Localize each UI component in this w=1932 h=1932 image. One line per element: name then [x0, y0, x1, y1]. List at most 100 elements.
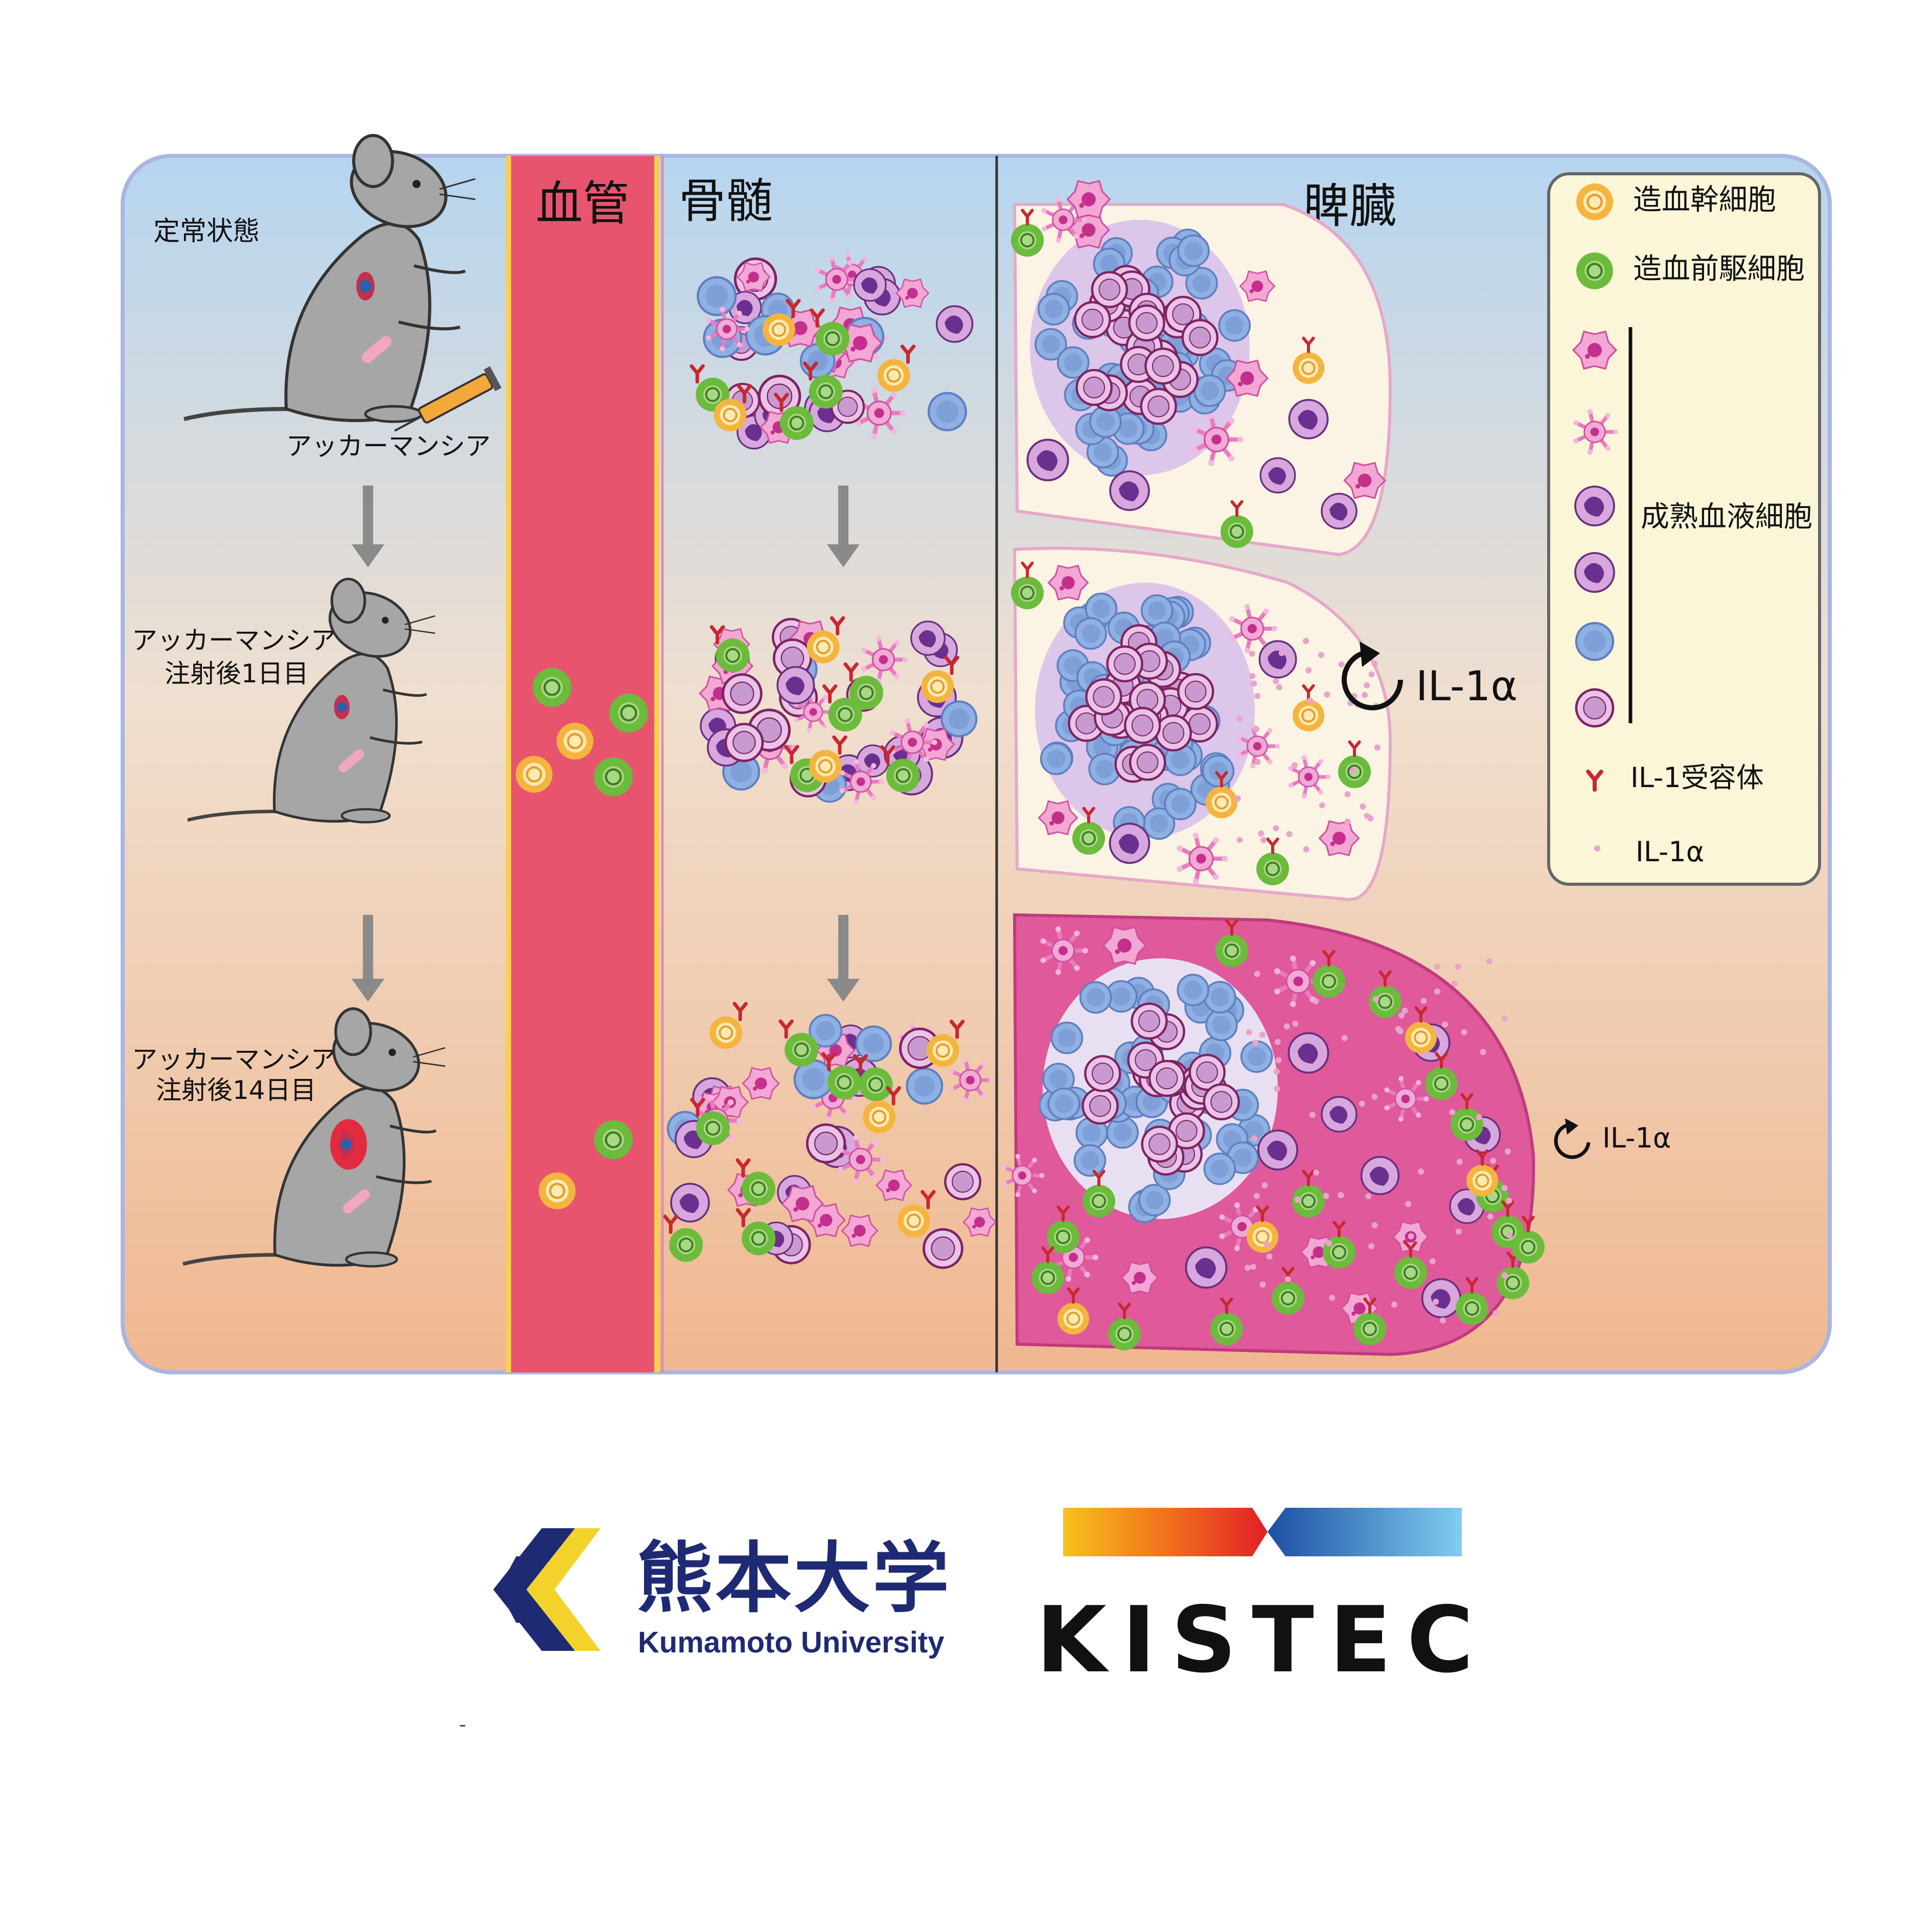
legend-progenitor-label: 造血前駆細胞 — [1633, 252, 1805, 286]
il1a-dot — [1504, 1148, 1511, 1155]
receptor-icon — [735, 1158, 751, 1178]
receptor-icon — [1266, 837, 1279, 854]
il1a-dot — [1476, 1114, 1482, 1120]
il1a-dot — [1303, 638, 1309, 645]
arrow-down-icon — [352, 915, 384, 1002]
legend-hsc-label: 造血幹細胞 — [1633, 183, 1776, 217]
receptor-icon — [1118, 1302, 1131, 1319]
marrow-title: 骨髄 — [679, 174, 773, 228]
il1a-dot — [1338, 1192, 1344, 1199]
feedback-loop-icon — [1554, 1118, 1591, 1159]
mouse-icon — [187, 578, 435, 823]
il1a-dot — [1442, 1021, 1448, 1028]
il1a-dot — [1449, 1109, 1456, 1115]
il1a-loop-label-2: IL-1α — [1602, 1122, 1671, 1154]
il1a-dot — [1418, 1168, 1424, 1175]
il1a-dot — [1249, 651, 1255, 657]
il1a-dot — [1250, 1263, 1257, 1270]
syringe-icon — [394, 366, 502, 432]
il1a-dot — [1254, 693, 1261, 699]
il1a-dot — [1324, 692, 1330, 698]
il1a-dot — [1318, 652, 1324, 658]
marrow-cluster — [663, 1002, 997, 1269]
receptor-icon — [832, 735, 847, 755]
il1a-dot — [1273, 1068, 1280, 1075]
legend-receptor-label: IL-1受容体 — [1630, 762, 1764, 794]
il1a-dot — [1487, 1213, 1493, 1220]
arrow-down-icon — [352, 486, 384, 567]
il1a-dot — [1313, 1169, 1319, 1176]
red-pulp — [1011, 209, 1386, 548]
il1a-dot — [1367, 815, 1374, 822]
receptor-icon — [1092, 1169, 1106, 1186]
il1a-dot — [1274, 1086, 1280, 1092]
il1a-dot — [1283, 1023, 1290, 1030]
il1a-dot — [1501, 1015, 1508, 1022]
il1a-dot — [1429, 1258, 1436, 1264]
il1a-dot — [1480, 1049, 1486, 1055]
il1a-dot — [1461, 1029, 1467, 1036]
il1a-dot — [1292, 1020, 1299, 1027]
arrow-down-icon — [827, 915, 860, 1002]
il1a-dot — [1259, 1281, 1266, 1288]
receptor-icon — [821, 1052, 837, 1072]
legend-box — [1547, 172, 1821, 886]
receptor-icon — [949, 1020, 965, 1039]
receptor-icon — [1363, 1297, 1376, 1314]
il1a-dot — [1456, 1158, 1463, 1165]
il1a-dot — [1319, 802, 1325, 809]
il1a-dot — [1391, 1301, 1397, 1308]
il1a-dot — [1252, 1040, 1259, 1046]
il1a-dot — [1260, 837, 1267, 843]
il1a-dot — [1368, 671, 1375, 678]
day1-label-line2: 注射後1日目 — [165, 659, 309, 688]
receptor-icon — [1302, 336, 1315, 353]
il1a-dot — [1450, 1296, 1457, 1303]
white-pulp — [1034, 228, 1251, 477]
red-pulp — [1011, 561, 1381, 885]
il1a-dot — [1236, 716, 1243, 722]
il1a-dot — [1490, 1158, 1497, 1164]
il1a-dot — [1502, 1272, 1508, 1279]
il1a-dot — [1344, 818, 1351, 825]
receptor-icon — [1302, 684, 1315, 701]
receptor-icon — [822, 684, 838, 704]
receptor-icon — [1056, 1205, 1070, 1222]
receptor-icon — [900, 344, 916, 364]
receptor-icon — [1378, 970, 1392, 987]
il1a-dot — [1371, 660, 1378, 667]
il1a-dot — [1329, 1295, 1336, 1301]
steady-state-label: 定常状態 — [153, 216, 260, 247]
receptor-icon — [1041, 1246, 1054, 1263]
il1a-dot — [1594, 845, 1600, 852]
il1a-loop-label-1: IL-1α — [1416, 662, 1517, 710]
receptor-icon — [1414, 1006, 1428, 1023]
il1a-dot — [1253, 1193, 1260, 1200]
receptor-icon — [1586, 769, 1603, 792]
receptor-icon — [732, 1002, 748, 1021]
il1a-dot — [1368, 1243, 1375, 1249]
il1a-dot — [1295, 1060, 1301, 1067]
il1a-dot — [1259, 1031, 1266, 1038]
kumamoto-en-name: Kumamoto University — [638, 1626, 944, 1659]
il1a-dot — [1344, 791, 1351, 798]
receptor-icon — [1322, 950, 1336, 967]
receptor-icon — [1021, 209, 1034, 225]
kumamoto-university-logo — [493, 1528, 601, 1651]
il1a-dot — [1492, 1310, 1499, 1317]
il1a-dot — [1401, 1007, 1408, 1014]
il1a-dot — [1434, 988, 1441, 995]
il1a-dot — [1398, 1012, 1405, 1019]
legend-mature-label: 成熟血液細胞 — [1641, 500, 1812, 534]
il1a-dot — [1323, 1192, 1329, 1199]
receptor-icon — [709, 625, 725, 645]
il1a-dot — [1420, 998, 1427, 1004]
il1a-dot — [1276, 684, 1282, 691]
il1a-dot — [1284, 1276, 1291, 1283]
mouse-icon — [182, 1007, 446, 1268]
il1a-dot — [1286, 831, 1293, 837]
il1a-dot — [1405, 1201, 1412, 1207]
il1a-dot — [1249, 673, 1256, 679]
receptor-icon — [843, 662, 859, 682]
il1a-dot — [1261, 1182, 1268, 1189]
